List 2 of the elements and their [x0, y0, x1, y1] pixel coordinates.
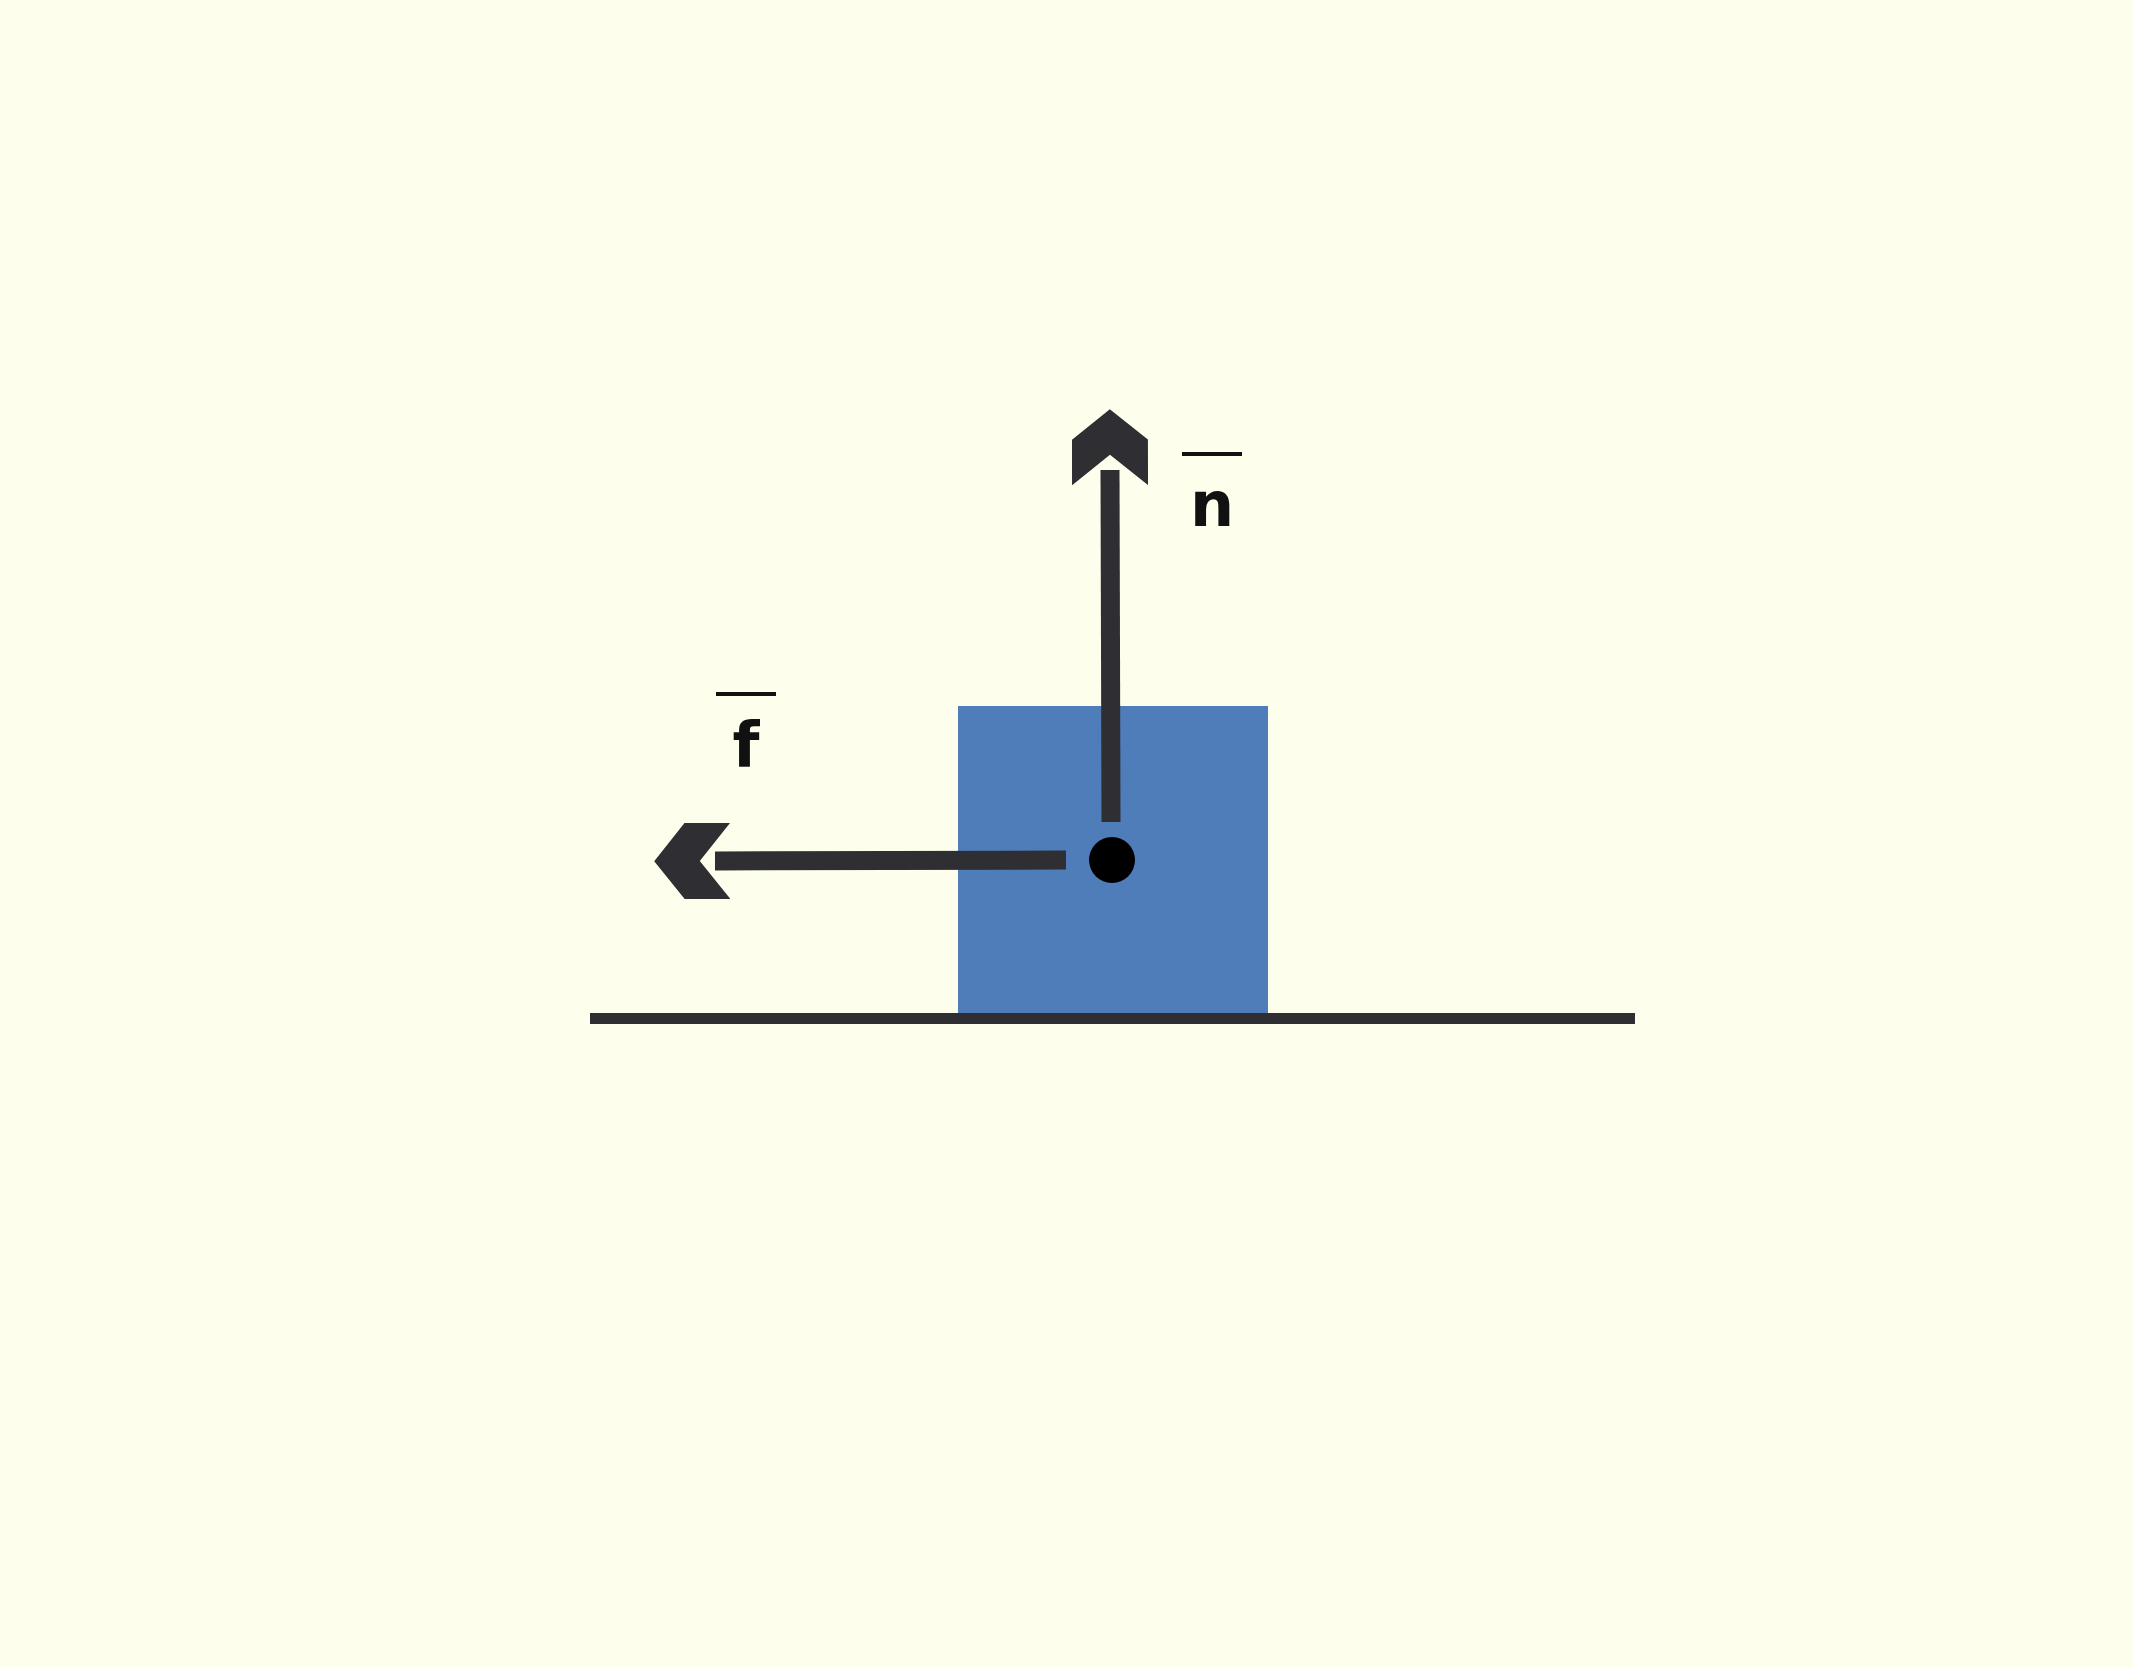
vector-label: f — [716, 692, 776, 776]
vector-label: n — [1182, 452, 1242, 536]
